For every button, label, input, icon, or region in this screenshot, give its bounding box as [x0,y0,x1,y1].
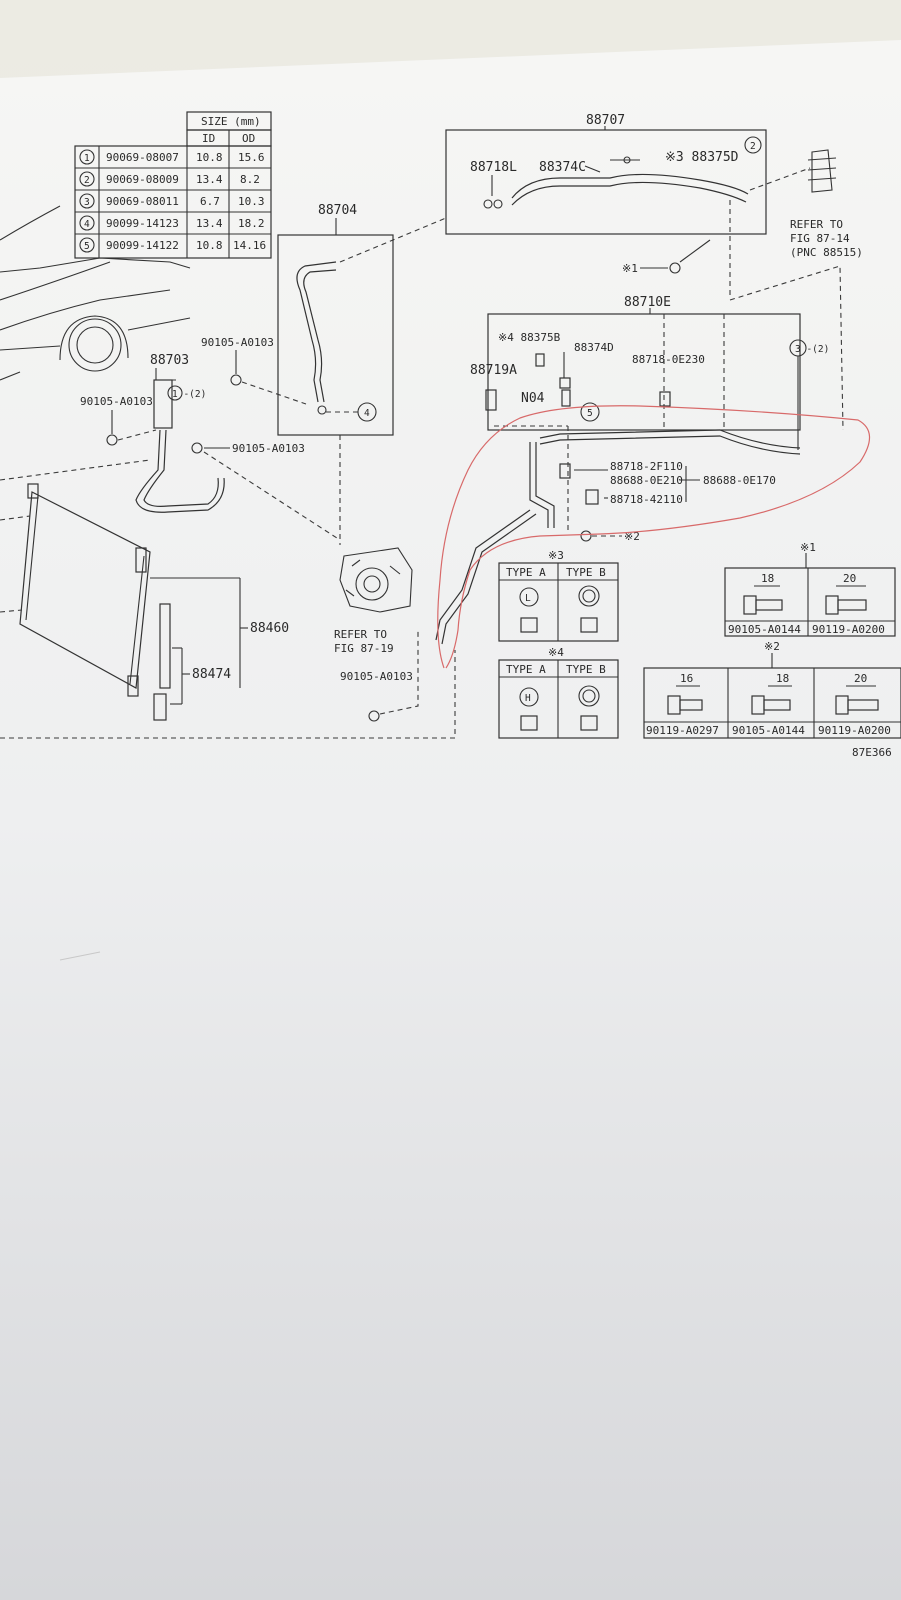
svg-text:H: H [525,693,531,704]
bolt-box2-dim-a: 16 [680,672,693,685]
condenser-88460: 88460 88474 [19,483,289,721]
label-88719A: 88719A [470,363,517,378]
type-box3-a: TYPE A [506,566,546,579]
compressor: REFER TO FIG 87-19 [334,547,413,655]
type-box4-a: TYPE A [506,663,546,676]
size-table: SIZE (mm) ID OD 1 90069-08007 10.8 15.6 … [74,111,272,259]
bolt-box-mark1: ※1 18 20 90105-A0144 90119-A0200 [724,541,896,637]
bolt-box1-part-b: 90119-A0200 [812,623,885,636]
size-header: SIZE (mm) [201,115,261,128]
row-id: 10.8 [196,151,223,164]
leader-88707 [749,167,811,191]
row-od: 8.2 [240,173,260,186]
bolt-label-a: 90105-A0103 [201,336,274,349]
hand-drawn-red-loop [437,405,871,669]
bolt-label-b: 90105-A0103 [80,395,153,408]
label-88374C: 88374C [539,160,586,175]
bolt-box1-dim-b: 20 [843,572,856,585]
row-id: 13.4 [196,173,223,186]
mark2-label: ※2 [624,530,640,543]
label-88460: 88460 [250,621,289,636]
refer-comp-line2: FIG 87-19 [334,642,394,655]
refer-fig-87-14: REFER TO FIG 87-14 (PNC 88515) [790,149,863,259]
group-88703: 88703 1 -(2) [135,353,225,513]
bolt-box2-dim-b: 18 [776,672,789,685]
label-88718-2F110: 88718-2F110 [610,460,683,473]
group-88710E: 88710E ※4 88375B 88374D 88718-0E230 8871… [435,295,829,645]
row-id: 6.7 [200,195,220,208]
col-id: ID [202,132,215,145]
type-box-mark3: ※3 TYPE A TYPE B L [498,549,619,642]
bolt-box1-mark: ※1 [800,541,816,554]
label-88374D: 88374D [574,341,614,354]
col-od: OD [242,132,255,145]
row-num: 3 [84,197,90,208]
row-od: 15.6 [238,151,265,164]
label-88375B: ※4 88375B [498,331,561,344]
bolt-label-d: 90105-A0103 [340,670,413,683]
ref-3-2: 3 -(2) [795,344,829,355]
type-box4-b: TYPE B [566,663,606,676]
bolt-box1-dim-a: 18 [761,572,774,585]
label-88718-42110: 88718-42110 [610,493,683,506]
row-num: 2 [84,175,90,186]
row-num: 1 [84,153,90,164]
label-88688-0E210: 88688-0E210 [610,474,683,487]
type-box3-mark: ※3 [548,549,564,562]
type-box4-mark: ※4 [548,646,564,659]
row-num: 4 [84,219,90,230]
paper-sheet [0,40,901,1600]
label-88718-0E230: 88718-0E230 [632,353,705,366]
label-88704: 88704 [318,203,357,218]
bolt-box2-part-b: 90105-A0144 [732,724,805,737]
row-od: 18.2 [238,217,265,230]
bolt-box2-part-c: 90119-A0200 [818,724,891,737]
label-88707: 88707 [586,113,625,128]
refer-top-line2: FIG 87-14 [790,232,850,245]
refer-comp-line1: REFER TO [334,628,387,641]
label-88375D: ※3 88375D [665,150,739,165]
bolt-label-c: 90105-A0103 [232,442,305,455]
bolt-box1-part-a: 90105-A0144 [728,623,801,636]
row-part: 90099-14123 [106,217,179,230]
row-part: 90099-14122 [106,239,179,252]
ref-1-2: 1 -(2) [172,389,206,400]
row-id: 13.4 [196,217,223,230]
row-num: 5 [84,241,90,252]
refer-top-line3: (PNC 88515) [790,246,863,259]
row-part: 90069-08007 [106,151,179,164]
row-part: 90069-08009 [106,173,179,186]
bolt-box2-mark: ※2 [764,640,780,653]
svg-text:L: L [525,593,531,604]
circle-ref-5: 5 [587,408,593,419]
row-part: 90069-08011 [106,195,179,208]
label-88710E: 88710E [624,295,671,310]
bolt-box2-dim-c: 20 [854,672,867,685]
type-box-mark4: ※4 TYPE A TYPE B H [498,646,619,739]
circle-ref-2: 2 [750,141,756,152]
row-od: 14.16 [233,239,266,252]
label-N04: N04 [521,391,545,406]
label-88688-0E170: 88688-0E170 [703,474,776,487]
paper-smudge [59,951,101,961]
bolt-box-mark2: ※2 16 18 20 90119-A0297 90105-A0144 9011… [643,640,901,739]
label-88474: 88474 [192,667,231,682]
row-id: 10.8 [196,239,223,252]
mark1-label: ※1 [622,262,638,275]
figure-code: 87E366 [852,746,892,759]
bolt-box2-part-a: 90119-A0297 [646,724,719,737]
label-88703: 88703 [150,353,189,368]
label-88718L: 88718L [470,160,517,175]
row-od: 10.3 [238,195,265,208]
refer-top-line1: REFER TO [790,218,843,231]
car-front-sketch [0,205,191,381]
type-box3-b: TYPE B [566,566,606,579]
group-88707: 88707 88718L 88374C ※3 88375D 2 [445,113,767,235]
circle-ref-4: 4 [364,408,370,419]
group-88704: 88704 4 [277,203,394,436]
